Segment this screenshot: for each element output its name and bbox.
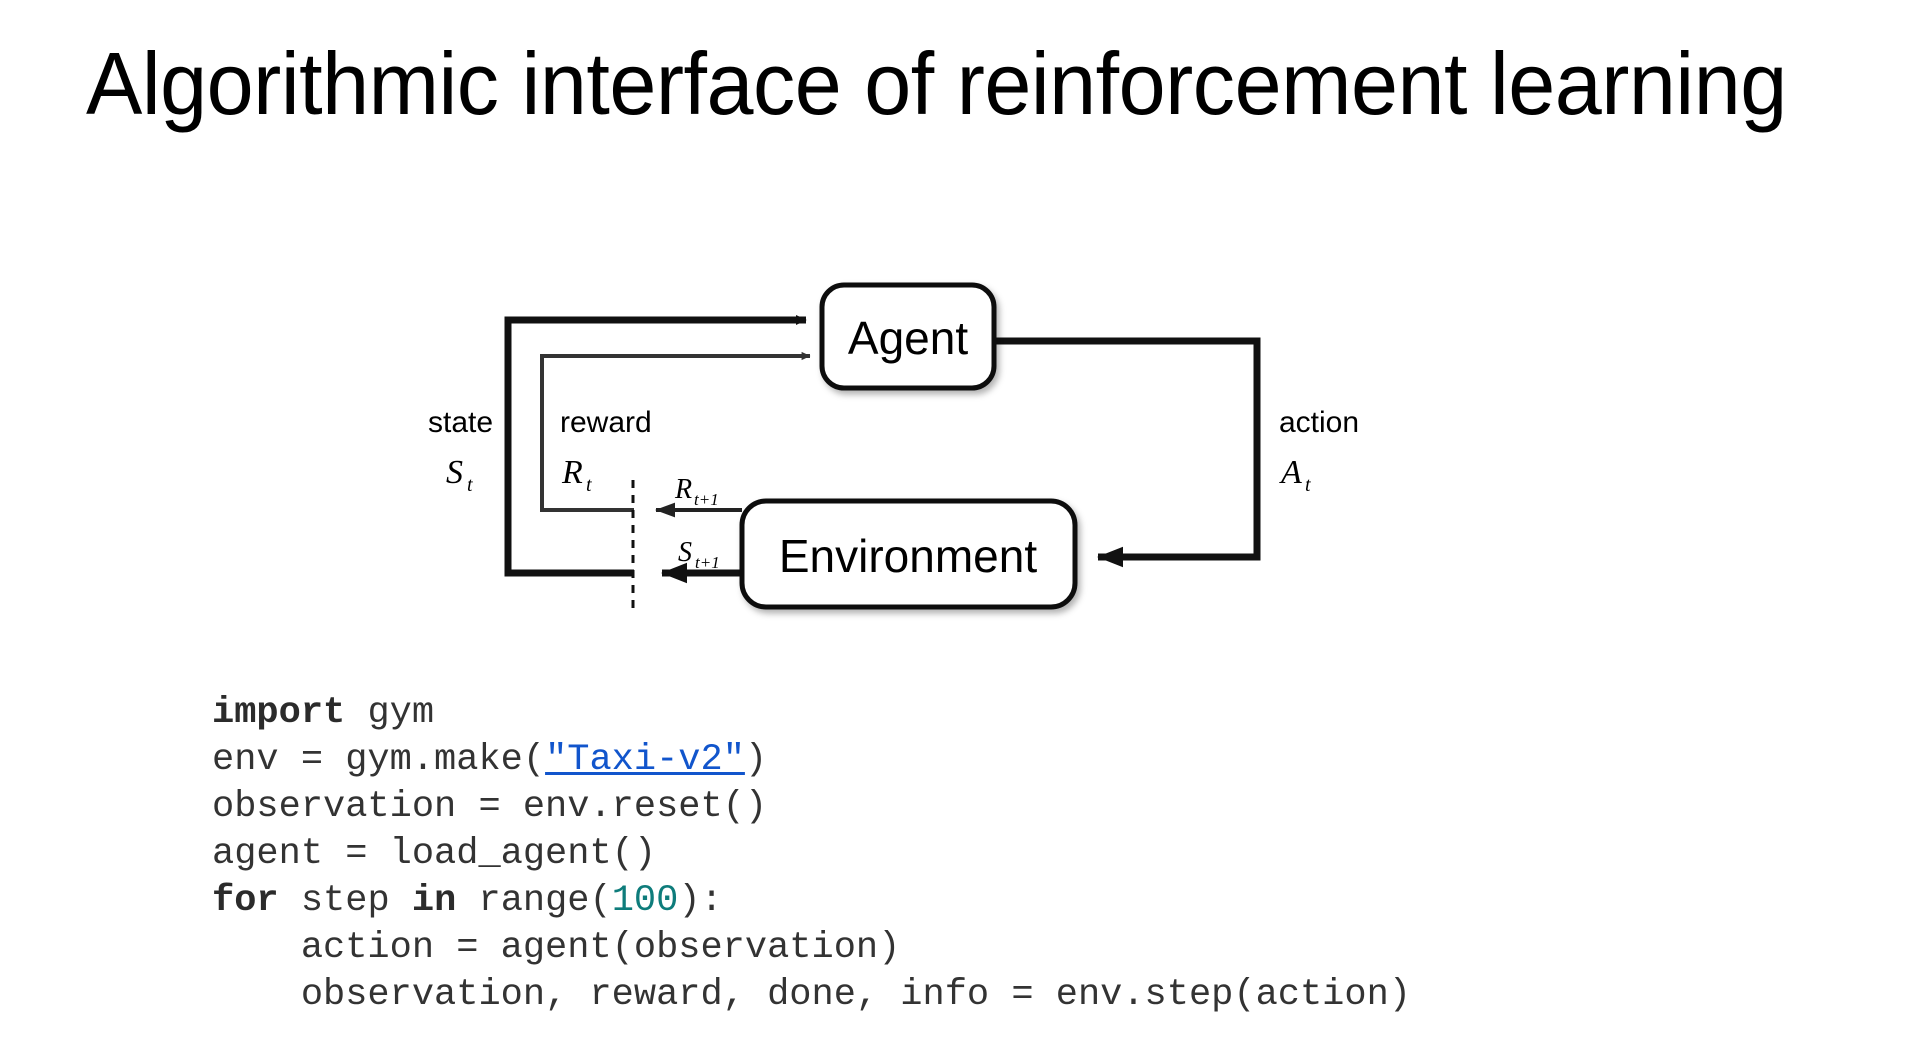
label-reward: reward R t (560, 406, 652, 496)
label-next-reward-symbol: R (674, 474, 692, 505)
code-line: for step in range(100): (212, 878, 1411, 925)
code-line: import gym (212, 690, 1411, 737)
code-text: ): (678, 880, 723, 922)
node-environment-label: Environment (779, 530, 1037, 582)
label-action-symbol: A (1279, 454, 1302, 491)
label-state-word: state (428, 406, 493, 439)
node-agent: Agent (819, 282, 997, 391)
code-text: step (278, 880, 412, 922)
code-number: 100 (611, 880, 679, 922)
label-action: action A t (1279, 406, 1359, 496)
label-next-state: S t+1 (678, 537, 720, 572)
node-environment: Environment (739, 498, 1078, 610)
code-line: agent = load_agent() (212, 831, 1411, 878)
code-keyword: import (212, 692, 346, 734)
code-line: env = gym.make("Taxi-v2") (212, 737, 1411, 784)
code-text: observation, reward, done, info = env.st… (212, 974, 1411, 1016)
node-agent-label: Agent (848, 312, 968, 364)
code-text: range( (456, 880, 612, 922)
label-reward-subscript: t (586, 474, 592, 496)
code-keyword: in (411, 880, 457, 922)
label-reward-word: reward (560, 406, 652, 439)
label-action-word: action (1279, 406, 1359, 439)
label-next-state-symbol: S (678, 537, 692, 568)
label-action-subscript: t (1305, 474, 1311, 496)
code-line: observation = env.reset() (212, 784, 1411, 831)
code-text: action = agent(observation) (212, 927, 901, 969)
edge-reward (540, 351, 811, 512)
page-title: Algorithmic interface of reinforcement l… (86, 34, 1787, 133)
code-text: gym (345, 692, 435, 734)
edge-state (504, 314, 807, 577)
code-line: observation, reward, done, info = env.st… (212, 972, 1411, 1019)
code-keyword: for (212, 880, 279, 922)
label-reward-symbol: R (561, 454, 583, 491)
taxi-env-link[interactable]: "Taxi-v2" (545, 739, 745, 781)
label-state-symbol: S (446, 454, 463, 491)
code-text: observation = env.reset() (212, 786, 768, 828)
label-state-subscript: t (467, 474, 473, 496)
code-text: ) (744, 739, 768, 781)
label-next-reward-subscript: t+1 (694, 490, 719, 509)
label-next-state-subscript: t+1 (695, 553, 720, 572)
code-line: action = agent(observation) (212, 925, 1411, 972)
edge-action (992, 337, 1261, 568)
label-state: state S t (428, 406, 493, 496)
label-next-reward: R t+1 (674, 474, 719, 509)
code-text: env = gym.make( (212, 739, 546, 781)
code-text: agent = load_agent() (212, 833, 657, 875)
